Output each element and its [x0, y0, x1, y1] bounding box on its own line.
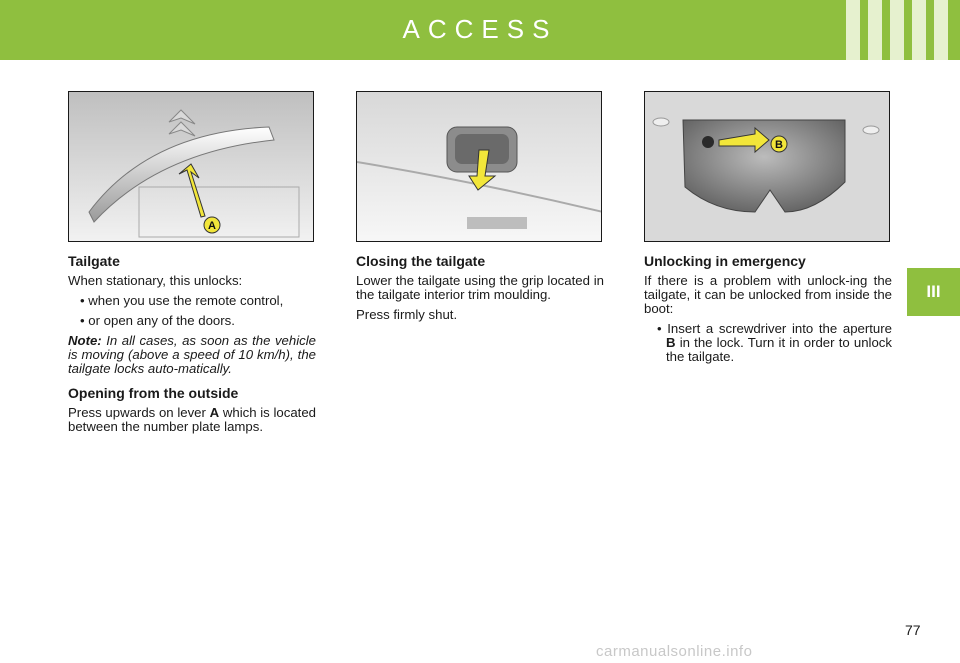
photo-tailgate-lever: A: [68, 91, 314, 242]
aperture-b-ref: B: [666, 335, 676, 350]
opening-text-c: which is located between the number plat…: [68, 405, 316, 434]
photo-closing-grip: [356, 91, 602, 242]
heading-tailgate: Tailgate: [68, 253, 120, 269]
marker-a-icon: [203, 216, 221, 234]
header-stripes: [846, 0, 948, 60]
closing-paragraph-1: Lower the tailgate using the grip locate…: [356, 273, 604, 302]
note-text: In all cases, as soon as the vehicle is …: [68, 333, 316, 376]
heading-opening-outside: Opening from the outside: [68, 385, 239, 401]
heading-unlocking-emergency: Unlocking in emergency: [644, 253, 806, 269]
note-label: Note:: [68, 333, 102, 348]
header-stripe: [890, 0, 904, 60]
header-bar: ACCESS: [0, 0, 960, 60]
header-stripe: [934, 0, 948, 60]
marker-a-label: A: [208, 220, 216, 232]
column-emergency: Unlocking in emergency If there is a pro…: [644, 254, 892, 370]
marker-b-icon: [770, 135, 788, 153]
emergency-paragraph: If there is a problem with unlock-ing th…: [644, 273, 892, 316]
closing-paragraph-2: Press firmly shut.: [356, 307, 458, 322]
header-stripe: [912, 0, 926, 60]
page-number: 77: [905, 622, 921, 638]
emergency-bullet: • Insert a screwdriver into the aperture…: [644, 322, 892, 364]
note-paragraph: Note: In all cases, as soon as the vehic…: [68, 334, 316, 376]
column-tailgate: Tailgate When stationary, this unlocks: …: [68, 254, 316, 440]
opening-text-a: Press upwards on lever: [68, 405, 210, 420]
column-closing: Closing the tailgate Lower the tailgate …: [356, 254, 604, 328]
heading-closing-tailgate: Closing the tailgate: [356, 253, 486, 269]
watermark: carmanualsonline.info: [596, 643, 753, 660]
lever-a-ref: A: [209, 405, 220, 420]
page-title: ACCESS: [402, 14, 558, 44]
tailgate-intro: When stationary, this unlocks:: [68, 273, 243, 288]
emergency-bullet-text-c: in the lock. Turn it in order to unlock …: [666, 335, 892, 364]
bullet-open-doors: • or open any of the doors.: [80, 313, 235, 328]
opening-paragraph: Press upwards on lever A which is locate…: [68, 406, 316, 434]
header-stripe: [868, 0, 882, 60]
photo-emergency-lock: B: [644, 91, 890, 242]
marker-b-label: B: [775, 139, 783, 151]
emergency-bullet-text-a: • Insert a screwdriver into the aperture: [657, 321, 892, 336]
header-stripe: [846, 0, 860, 60]
chapter-tab[interactable]: III: [907, 268, 960, 316]
bullet-remote-control: • when you use the remote control,: [80, 293, 284, 308]
